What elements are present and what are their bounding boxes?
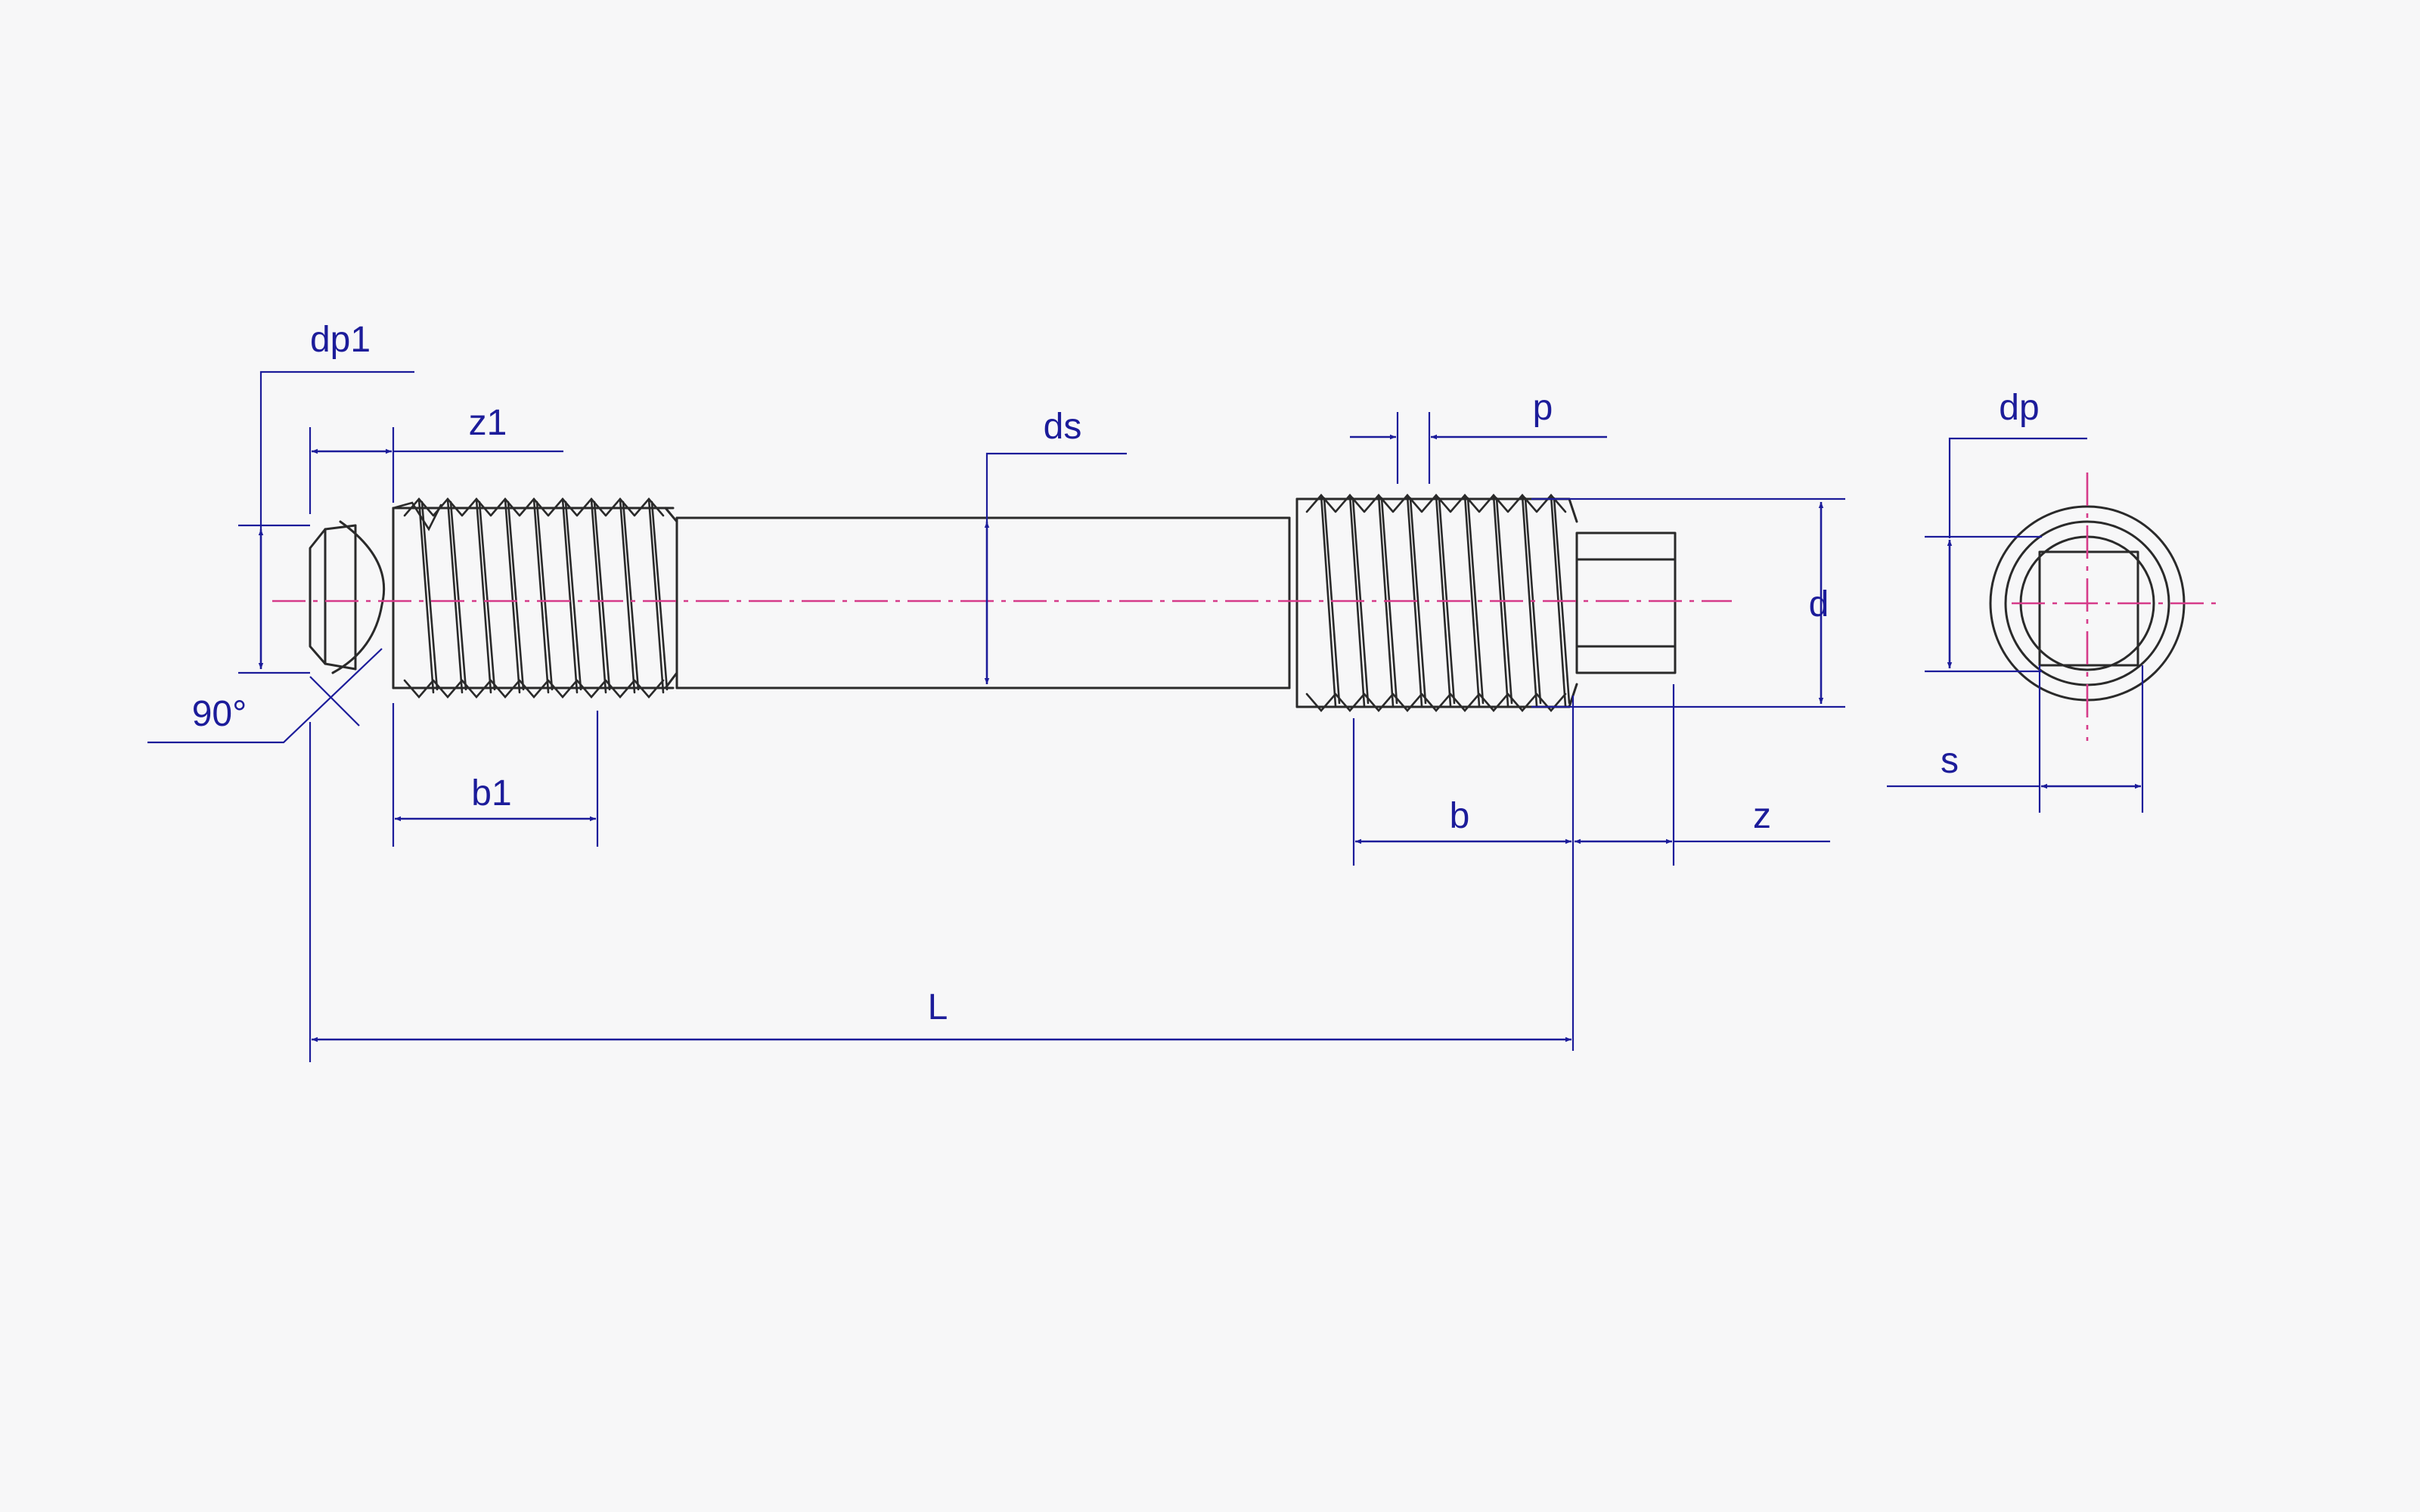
label-p: p	[1533, 388, 1553, 428]
dim-b1: b1	[392, 703, 599, 847]
shank	[675, 516, 1291, 689]
label-dp: dp	[1999, 388, 2039, 428]
right-pin	[1575, 531, 1677, 674]
stud-side-view	[272, 494, 1732, 712]
thread-flanks	[417, 497, 669, 694]
dim-b: b	[1352, 696, 1575, 1051]
dim-90deg: 90°	[147, 648, 383, 744]
label-s: s	[1941, 741, 1959, 781]
dim-L: L	[309, 722, 1571, 1062]
dim-z1: z1	[309, 403, 563, 514]
dim-p: p	[1350, 388, 1607, 484]
dim-dp: dp	[1925, 388, 2087, 673]
left-thread	[392, 497, 678, 699]
label-z1: z1	[469, 403, 507, 443]
label-L: L	[928, 987, 948, 1027]
label-b: b	[1450, 796, 1470, 836]
label-angle: 90°	[192, 694, 247, 734]
label-b1: b1	[471, 773, 511, 813]
stud-end-view	[1989, 472, 2220, 741]
hex-socket	[2038, 550, 2139, 667]
label-z: z	[1753, 796, 1771, 836]
left-chamfer-arc	[331, 520, 386, 674]
right-thread	[1295, 494, 1578, 712]
label-ds: ds	[1044, 407, 1082, 447]
dim-d: d	[1531, 497, 1845, 708]
label-d: d	[1809, 584, 1829, 624]
dim-ds: ds	[984, 407, 1127, 684]
left-tip-outline	[309, 524, 357, 671]
dim-z: z	[1575, 684, 1830, 866]
dim-dp1: dp1	[238, 320, 414, 674]
dim-s: s	[1887, 665, 2144, 813]
label-dp1: dp1	[310, 320, 371, 360]
